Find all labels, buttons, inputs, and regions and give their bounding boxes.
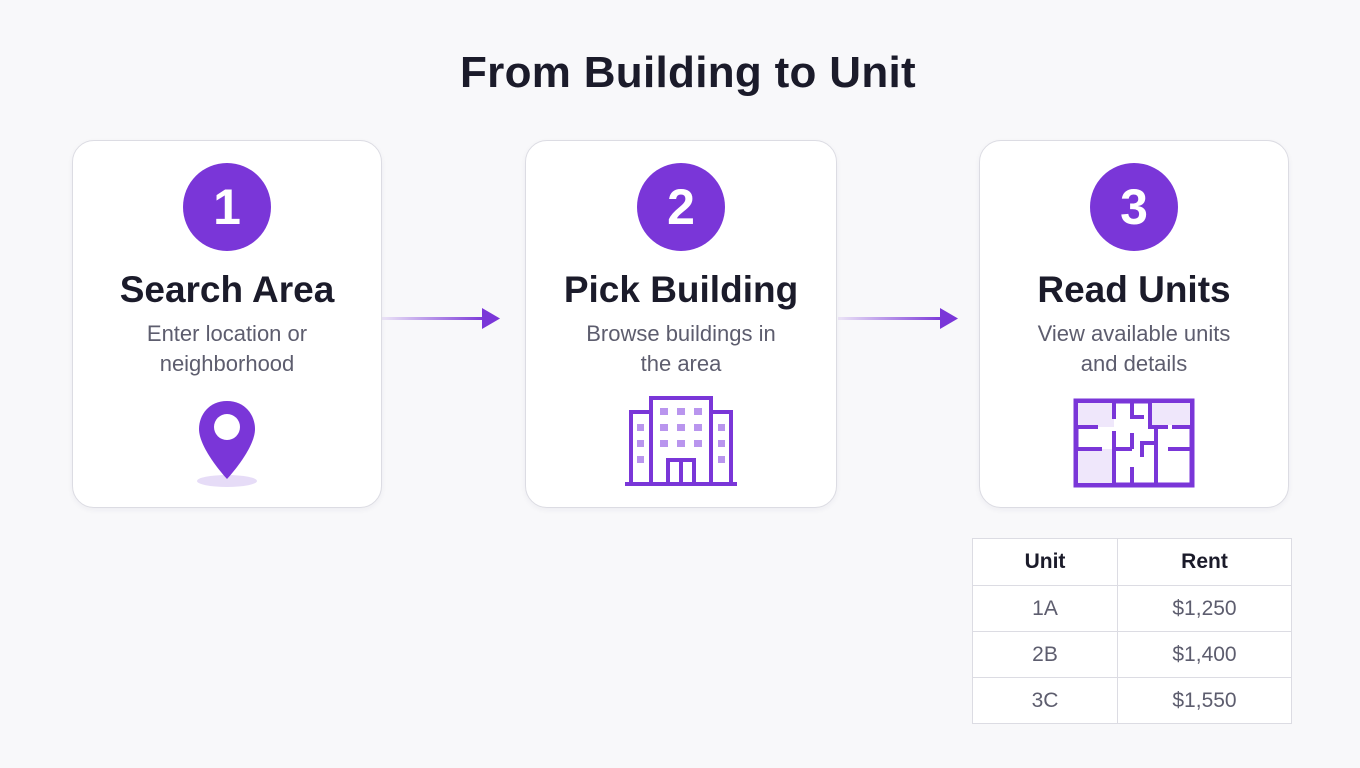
step-title: Pick Building	[563, 269, 799, 310]
rent-cell: $1,400	[1117, 631, 1292, 678]
step-description: Enter location or neighborhood	[103, 319, 351, 379]
step-title: Search Area	[119, 269, 335, 310]
building-icon	[625, 396, 737, 486]
column-header-unit: Unit	[972, 538, 1118, 586]
step-card-search-area: 1 Search Area Enter location or neighbor…	[72, 140, 382, 508]
rent-cell: $1,250	[1117, 585, 1292, 632]
step-number-badge: 1	[183, 163, 271, 251]
arrow-right-icon	[382, 308, 500, 329]
step-title: Read Units	[1037, 269, 1231, 310]
table-header-row: Unit Rent	[972, 538, 1292, 586]
table-row: 2B $1,400	[972, 631, 1292, 678]
column-header-rent: Rent	[1117, 538, 1292, 586]
step-description-line: Browse buildings in	[586, 321, 776, 346]
step-number-badge: 2	[637, 163, 725, 251]
step-number-badge: 3	[1090, 163, 1178, 251]
table-row: 3C $1,550	[972, 677, 1292, 724]
table-row: 1A $1,250	[972, 585, 1292, 632]
arrow-right-icon	[838, 308, 958, 329]
step-card-read-units: 3 Read Units View available units and de…	[979, 140, 1289, 508]
page-title: From Building to Unit	[460, 48, 916, 97]
floor-plan-icon	[1073, 398, 1195, 488]
location-pin-icon	[197, 401, 257, 487]
step-description-line: neighborhood	[159, 351, 295, 376]
unit-cell: 1A	[972, 585, 1118, 632]
step-description-line: Enter location or	[146, 321, 308, 346]
units-table: Unit Rent 1A $1,250 2B $1,400 3C $1,550	[972, 538, 1292, 724]
step-description-line: the area	[640, 351, 722, 376]
step-description: Browse buildings in the area	[556, 319, 806, 379]
rent-cell: $1,550	[1117, 677, 1292, 724]
unit-cell: 3C	[972, 677, 1118, 724]
step-description-line: View available units	[1037, 321, 1231, 346]
step-card-pick-building: 2 Pick Building Browse buildings in the …	[525, 140, 837, 508]
unit-cell: 2B	[972, 631, 1118, 678]
step-description: View available units and details	[1010, 319, 1258, 379]
step-description-line: and details	[1080, 351, 1188, 376]
